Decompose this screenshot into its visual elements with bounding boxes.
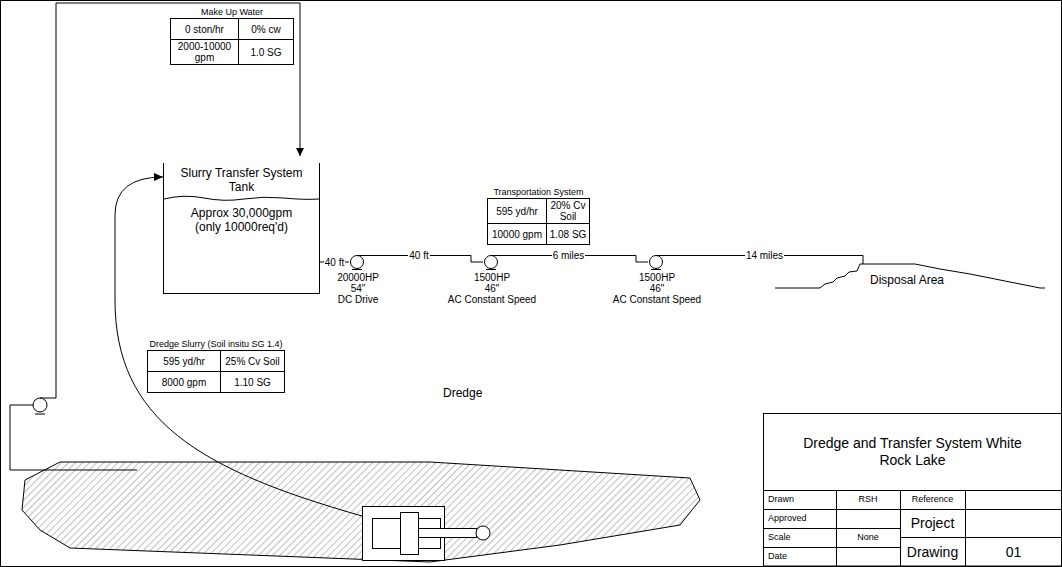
title-block-cell: RSH — [836, 490, 900, 509]
pump-base — [486, 269, 496, 270]
table-cell: 0 ston/hr — [171, 19, 238, 39]
pump-base — [352, 269, 362, 270]
pump-node: 1500HP46"AC Constant Speed — [442, 252, 542, 305]
data-table: 595 yd/hr25% Cv Soil8000 gpm1.10 SG — [147, 350, 285, 393]
disposal-area: Disposal Area — [775, 262, 1045, 290]
title-block-rule — [900, 537, 1062, 538]
pump-symbol — [349, 252, 367, 270]
area-label: Disposal Area — [870, 273, 944, 287]
tank-title: Slurry Transfer System Tank — [172, 166, 312, 194]
pump-icon — [483, 252, 501, 270]
drawing-title: Dredge and Transfer System White Rock La… — [763, 413, 1062, 490]
dredge-cutter — [476, 526, 490, 540]
mound-outline — [775, 264, 1045, 288]
pump-symbol — [483, 252, 501, 270]
dredge-symbol — [360, 504, 495, 564]
title-block-cell: Date — [763, 547, 836, 566]
pump-base — [651, 269, 661, 270]
pump-label: 1500HP — [442, 272, 542, 283]
title-block-cell: None — [836, 528, 900, 547]
title-block-rule — [965, 490, 966, 566]
pump-icon — [648, 252, 666, 270]
pump-symbol — [648, 252, 666, 270]
makeup-pump-base — [35, 414, 45, 415]
tank-box: Slurry Transfer System TankApprox 30,000… — [163, 163, 320, 294]
dredge-icon — [360, 504, 495, 564]
pump-casing — [485, 256, 498, 269]
pump-icon — [349, 252, 367, 270]
makeup-suction-line — [10, 405, 137, 470]
table-title: Transportation System — [482, 186, 595, 198]
table-cell: 595 yd/hr — [148, 351, 220, 371]
pump-label: AC Constant Speed — [607, 294, 707, 305]
pipe-line — [115, 177, 362, 516]
pipe-length: 6 miles — [552, 250, 586, 261]
pump-label: 46" — [442, 283, 542, 294]
pump-discharge — [491, 255, 501, 256]
pump-label: AC Constant Speed — [442, 294, 542, 305]
table-cell: 20% Cv Soil — [547, 199, 589, 223]
table-cell: 1.0 SG — [239, 40, 293, 64]
pump-casing — [351, 256, 364, 269]
table-cell: 1.10 SG — [221, 372, 284, 392]
dredge-piston — [401, 513, 419, 555]
title-block-cell: Drawn — [763, 490, 836, 509]
title-block-rule — [836, 490, 837, 566]
title-block-rule — [763, 490, 1062, 491]
liquid-level — [164, 194, 319, 204]
pump-discharge — [656, 255, 666, 256]
title-block-rule — [900, 490, 901, 566]
pump-label: DC Drive — [308, 294, 408, 305]
tank-note: Approx 30,000gpm (only 10000req'd) — [179, 206, 304, 234]
makeup-water-line — [40, 3, 300, 398]
pipe-length: 40 ft — [408, 250, 429, 261]
table-cell: 0% cw — [239, 19, 293, 39]
pump-label: 20000HP — [308, 272, 408, 283]
title-block-frame — [764, 414, 1062, 567]
title-block-cell: Approved — [763, 509, 836, 528]
pipe-length: 40 ft — [324, 257, 345, 268]
title-block-rule — [763, 547, 900, 548]
table-cell: 1.08 SG — [547, 224, 589, 244]
dredge-label: Dredge — [443, 386, 482, 400]
pump-label: 54" — [308, 283, 408, 294]
table-title: Dredge Slurry (Soil insitu SG 1.4) — [131, 338, 301, 350]
title-block-rule — [763, 509, 1062, 510]
table-cell: 595 yd/hr — [488, 199, 546, 223]
stream-table: Transportation System595 yd/hr20% Cv Soi… — [482, 186, 595, 245]
table-cell: 8000 gpm — [148, 372, 220, 392]
pump-discharge — [357, 255, 367, 256]
title-block-cell: Project — [900, 509, 965, 537]
stream-table: Make Up Water0 ston/hr0% cw2000-10000 gp… — [170, 6, 294, 65]
title-block-cell: Scale — [763, 528, 836, 547]
lake-area — [22, 462, 700, 562]
table-cell: 25% Cv Soil — [221, 351, 284, 371]
stream-table: Dredge Slurry (Soil insitu SG 1.4)595 yd… — [131, 338, 301, 393]
dredge-node: Dredge — [355, 386, 495, 566]
pipe-length: 14 miles — [745, 250, 784, 261]
title-block-cell: 01 — [965, 537, 1062, 566]
makeup-pump-symbol — [33, 398, 47, 412]
liquid-surface-line — [164, 196, 319, 200]
table-title: Make Up Water — [170, 6, 294, 18]
title-block-cell: Reference — [900, 490, 965, 509]
pump-node: 1500HP46"AC Constant Speed — [607, 252, 707, 305]
pump-label: 1500HP — [607, 272, 707, 283]
data-table: 595 yd/hr20% Cv Soil10000 gpm1.08 SG — [487, 198, 590, 245]
liquid-surface — [164, 194, 319, 204]
pump-casing — [650, 256, 663, 269]
table-cell: 2000-10000 gpm — [171, 40, 238, 64]
table-cell: 10000 gpm — [488, 224, 546, 244]
data-table: 0 ston/hr0% cw2000-10000 gpm1.0 SG — [170, 18, 294, 65]
pump-label: 46" — [607, 283, 707, 294]
dredge-ladder — [419, 529, 477, 538]
title-block-rule — [763, 528, 900, 529]
title-block-cell: Drawing — [900, 537, 965, 566]
